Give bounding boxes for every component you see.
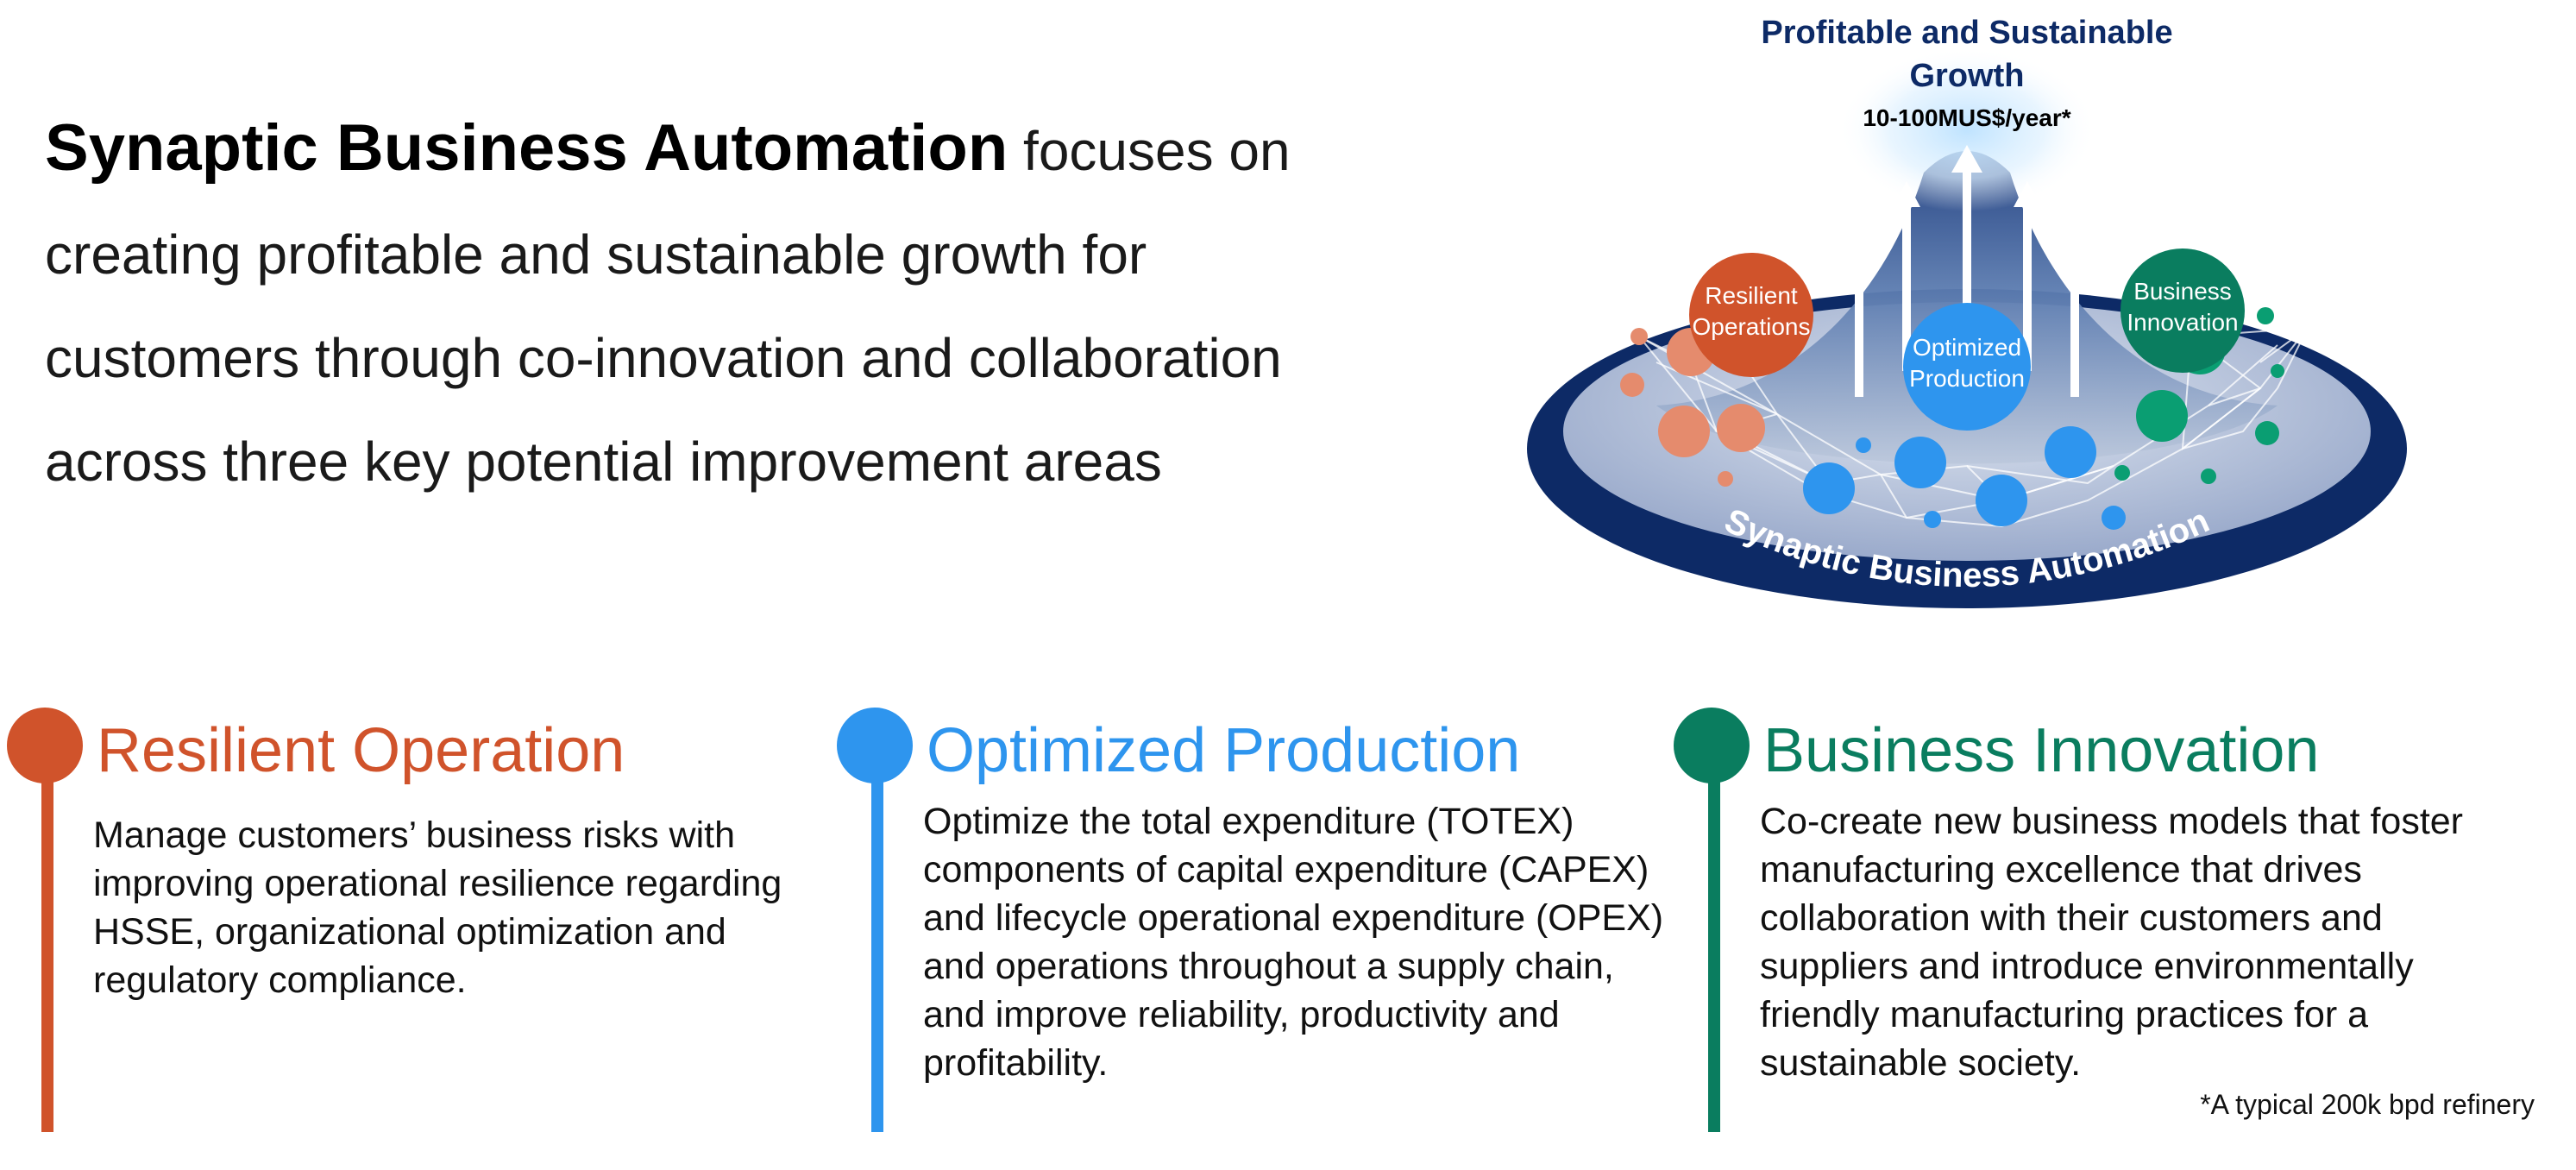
top-glow xyxy=(1838,47,2096,211)
intro-brand: Synaptic Business Automation xyxy=(45,111,1008,185)
diagram-title-line2: Growth xyxy=(1910,58,2025,94)
area-optimized-line xyxy=(871,759,883,1132)
growth-arrows xyxy=(1846,145,2088,397)
node-optimized: Optimized Production xyxy=(1903,303,2031,431)
area-resilient: Resilient Operation Manage customers’ bu… xyxy=(7,708,818,1132)
area-innovation-body: Co-create new business models that foste… xyxy=(1760,801,2464,1084)
intro-line-3: customers through co-innovation and coll… xyxy=(45,327,1282,389)
diagram-subtitle: 10-100MUS$/year* xyxy=(1863,104,2070,131)
footnote: *A typical 200k bpd refinery xyxy=(2200,1089,2535,1120)
growth-diagram: Resilient Operations Optimized Productio… xyxy=(1518,0,2416,621)
area-resilient-line xyxy=(41,759,53,1132)
node-optimized-line2: Production xyxy=(1909,365,2025,392)
intro-paragraph: Synaptic Business Automation focuses on … xyxy=(45,97,1477,513)
area-optimized-body: Optimize the total expenditure (TOTEX) c… xyxy=(923,801,1664,1084)
intro-line-4: across three key potential improvement a… xyxy=(45,431,1162,493)
area-optimized-title: Optimized Production xyxy=(927,716,1521,785)
node-innovation: Business Innovation xyxy=(2120,248,2245,373)
node-resilient-line2: Operations xyxy=(1693,313,1811,340)
area-resilient-body: Manage customers’ business risks with im… xyxy=(93,815,782,1001)
node-innovation-line2: Innovation xyxy=(2127,309,2238,336)
area-innovation-line xyxy=(1708,759,1720,1132)
diagram-title-line1: Profitable and Sustainable xyxy=(1761,15,2172,51)
area-innovation: Business Innovation Co-create new busine… xyxy=(1674,708,2519,1132)
growth-diagram-svg: Resilient Operations Optimized Productio… xyxy=(1527,15,2407,608)
intro-line-1: Synaptic Business Automation focuses on xyxy=(45,97,1477,203)
intro-lead: focuses on xyxy=(1008,120,1291,182)
area-optimized: Optimized Production Optimize the total … xyxy=(837,708,1665,1132)
area-resilient-title: Resilient Operation xyxy=(97,716,625,785)
node-innovation-line1: Business xyxy=(2133,278,2232,305)
intro-line-2: creating profitable and sustainable grow… xyxy=(45,223,1147,286)
area-innovation-title: Business Innovation xyxy=(1763,716,2320,785)
node-resilient: Resilient Operations xyxy=(1689,253,1813,377)
node-resilient-line1: Resilient xyxy=(1705,282,1798,309)
node-optimized-line1: Optimized xyxy=(1913,334,2021,361)
